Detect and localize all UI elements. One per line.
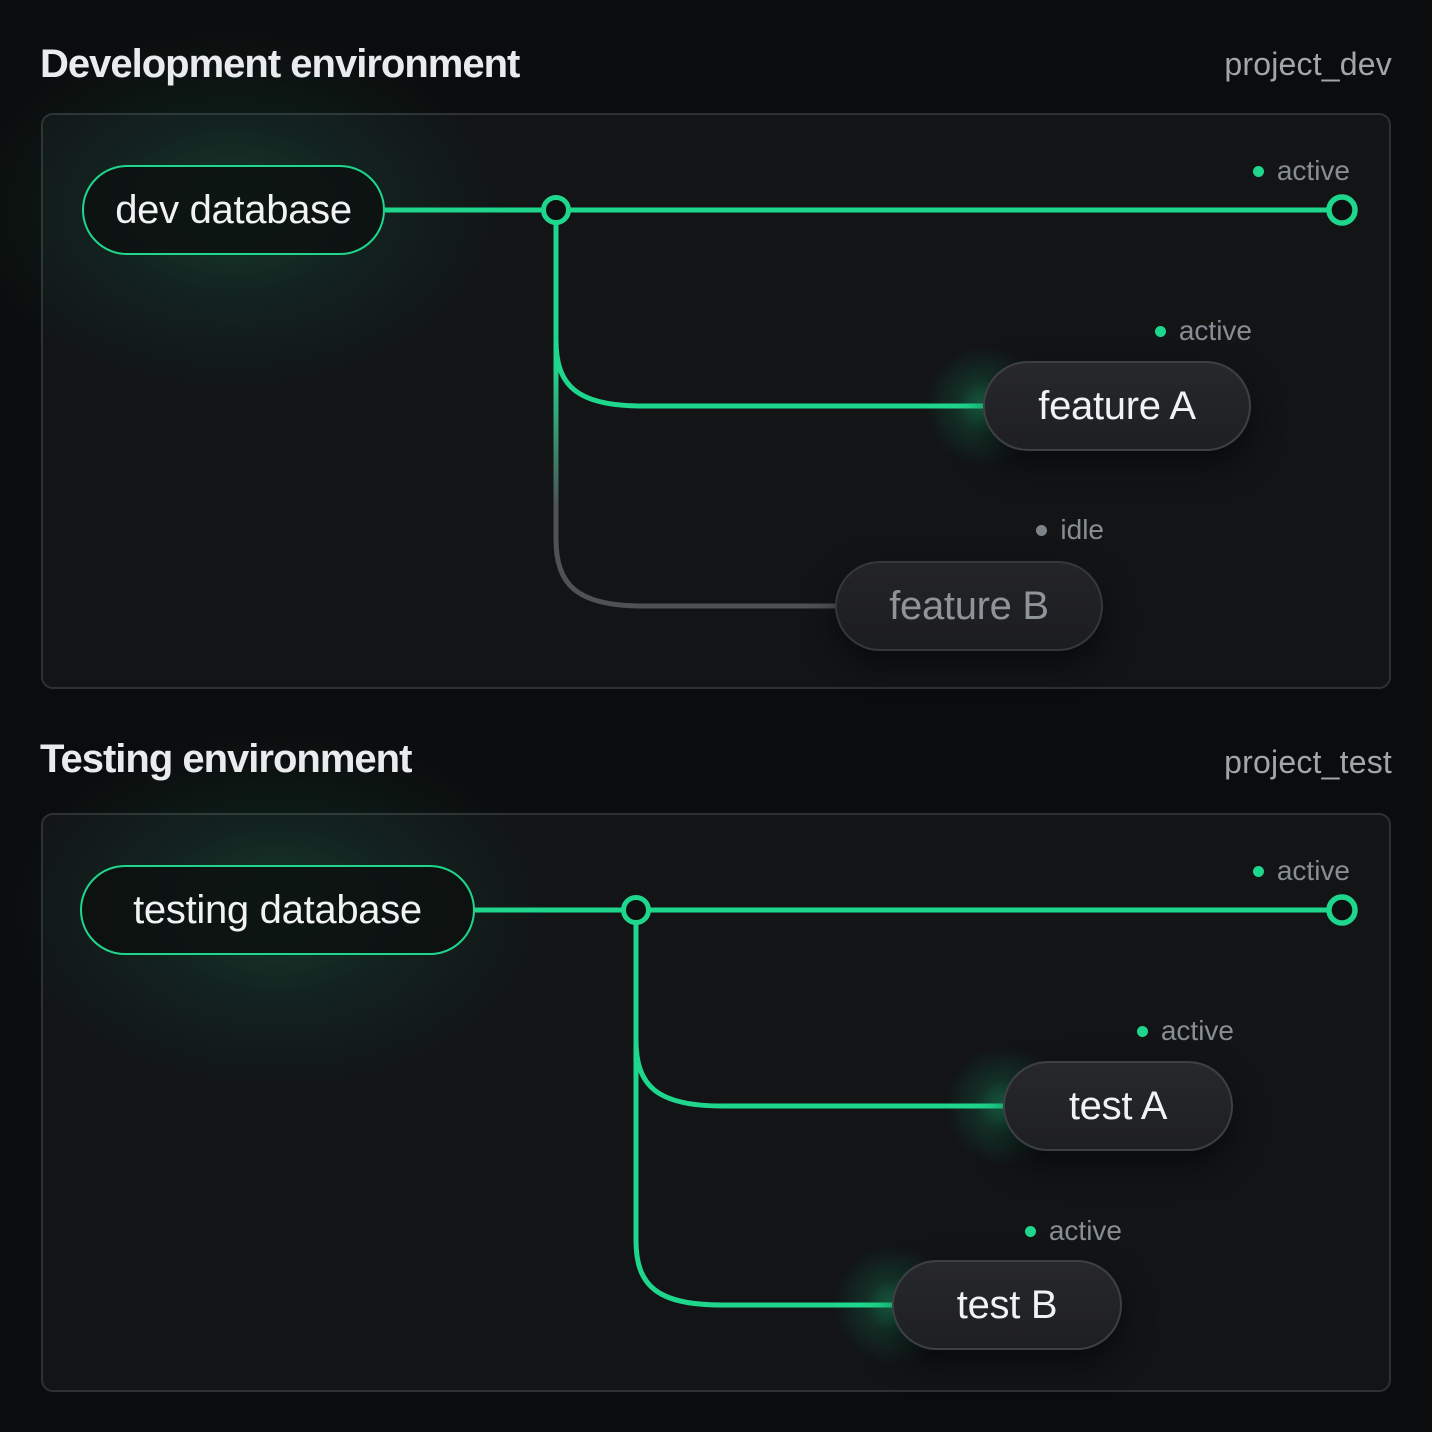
test-a-line xyxy=(633,914,1003,1109)
dev-project-tag: project_dev xyxy=(1224,46,1392,82)
test-a-branch-node[interactable]: test A xyxy=(1003,1061,1233,1151)
testing-database-label: testing database xyxy=(133,887,422,932)
status-dot-icon xyxy=(1252,165,1264,177)
test-b-status-badge: active xyxy=(1024,1214,1122,1248)
dev-environment-title: Development environment xyxy=(40,42,520,86)
dev-main-head-node xyxy=(1326,194,1358,226)
dev-branch-junction-node xyxy=(541,195,571,225)
feature-b-branch-node[interactable]: feature B xyxy=(835,561,1103,651)
test-b-branch-node[interactable]: test B xyxy=(892,1260,1122,1350)
testing-project-tag: project_test xyxy=(1224,744,1392,780)
feature-b-status-badge: idle xyxy=(1036,513,1104,547)
testing-environment-title: Testing environment xyxy=(40,737,412,781)
feature-b-status-label: idle xyxy=(1060,514,1104,545)
feature-a-branch-node[interactable]: feature A xyxy=(983,361,1251,451)
dev-database-node[interactable]: dev database xyxy=(82,165,385,255)
test-b-label: test B xyxy=(956,1282,1058,1327)
dev-feature-b-line xyxy=(553,214,835,609)
feature-a-status-badge: active xyxy=(1154,314,1252,348)
feature-b-label: feature B xyxy=(889,583,1049,628)
test-a-label: test A xyxy=(1068,1083,1168,1128)
feature-a-status-label: active xyxy=(1178,315,1252,346)
test-branch-junction-node xyxy=(621,895,651,925)
test-a-status-badge: active xyxy=(1136,1014,1234,1048)
feature-a-label: feature A xyxy=(1038,383,1196,428)
status-dot-icon xyxy=(1136,1025,1148,1037)
dev-main-status-label: active xyxy=(1276,155,1350,186)
test-a-status-label: active xyxy=(1160,1015,1234,1046)
testing-database-node[interactable]: testing database xyxy=(80,865,475,955)
status-dot-icon xyxy=(1154,325,1166,337)
test-main-head-node xyxy=(1326,894,1358,926)
dev-feature-a-line xyxy=(553,214,983,409)
test-b-status-label: active xyxy=(1048,1215,1122,1246)
status-dot-icon xyxy=(1036,524,1048,536)
test-main-status-label: active xyxy=(1276,855,1350,886)
status-dot-icon xyxy=(1024,1225,1036,1237)
dev-database-label: dev database xyxy=(115,187,352,232)
dev-main-status-badge: active xyxy=(1252,154,1350,188)
test-main-status-badge: active xyxy=(1252,854,1350,888)
test-b-line xyxy=(633,914,892,1308)
status-dot-icon xyxy=(1252,865,1264,877)
